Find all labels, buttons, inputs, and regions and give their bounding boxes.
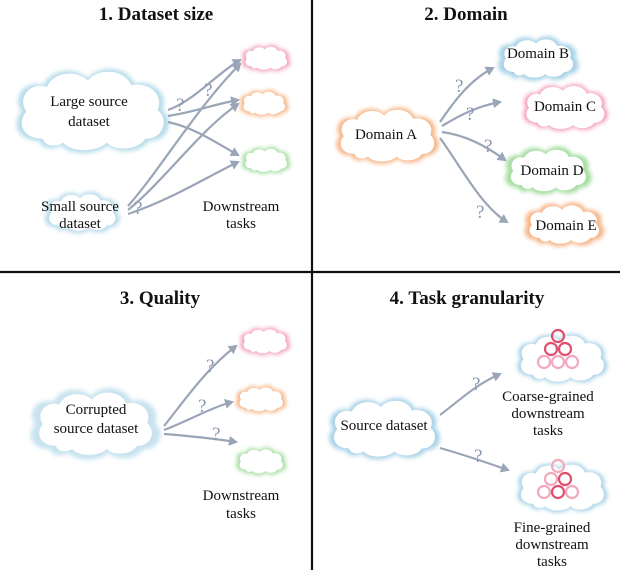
downstream-label-2: tasks	[226, 216, 256, 232]
panel-dataset-size: 1. Dataset size Large source dataset Sma…	[16, 4, 291, 234]
question-mark: ?	[472, 374, 480, 395]
arrow	[439, 446, 510, 473]
source-dataset-label: Source dataset	[340, 418, 428, 434]
arrow	[127, 62, 242, 207]
arrow	[163, 344, 238, 427]
arrow	[167, 96, 240, 118]
small-source-label-2: dataset	[59, 216, 101, 232]
arrow	[441, 98, 502, 127]
question-mark: ?	[134, 198, 142, 219]
arrow	[167, 120, 240, 156]
source-dataset-cloud: Source dataset	[329, 398, 440, 460]
question-mark: ?	[198, 396, 206, 417]
domain-a-label: Domain A	[355, 127, 417, 143]
arrow	[441, 130, 507, 162]
question-mark: ?	[476, 202, 484, 223]
downstream-label-2: tasks	[226, 506, 256, 522]
arrow	[127, 102, 240, 211]
small-source-label: Small source	[41, 199, 119, 215]
small-source-cloud: Small source dataset	[41, 191, 120, 234]
question-mark: ?	[484, 136, 492, 157]
downstream-label: Downstream	[203, 488, 280, 504]
downstream-cloud-pink	[240, 327, 291, 356]
coarse-class-circles	[536, 328, 580, 370]
corrupted-source-label: Corrupted	[66, 402, 127, 418]
arrow	[127, 160, 240, 216]
large-source-cloud: Large source dataset	[16, 68, 169, 154]
fine-grained-label-3: tasks	[537, 554, 567, 570]
coarse-grained-label-2: downstream	[511, 406, 585, 422]
downstream-cloud-green	[236, 447, 287, 476]
panel-domain: 2. Domain Domain A Domain B Domain C Dom…	[336, 4, 608, 247]
arrow	[439, 372, 502, 416]
coarse-grained-label-3: tasks	[533, 423, 563, 439]
domain-a-cloud: Domain A	[336, 107, 439, 164]
fine-class-circles	[536, 458, 580, 500]
domain-c-label: Domain C	[534, 99, 596, 115]
panel-title-dataset-size: 1. Dataset size	[99, 4, 214, 25]
panel-title-domain: 2. Domain	[424, 4, 508, 25]
question-mark: ?	[212, 424, 220, 445]
panel-title-task-granularity: 4. Task granularity	[390, 288, 545, 309]
panel-title-quality: 3. Quality	[120, 288, 201, 309]
downstream-cloud-pink	[241, 44, 291, 72]
domain-d-label: Domain D	[521, 163, 584, 179]
downstream-cloud-green	[241, 146, 291, 174]
fine-grained-label: Fine-grained	[514, 520, 591, 536]
question-mark: ?	[204, 80, 212, 101]
domain-c-cloud: Domain C	[522, 84, 608, 132]
question-mark: ?	[176, 95, 184, 116]
arrow	[439, 66, 495, 123]
corrupted-source-label-2: source dataset	[54, 421, 139, 437]
arrow	[163, 432, 238, 446]
panel-quality: 3. Quality Corrupted source dataset ? ? …	[30, 288, 291, 522]
fine-grained-label-2: downstream	[515, 537, 589, 553]
corrupted-source-cloud: Corrupted source dataset	[30, 388, 161, 460]
domain-e-cloud: Domain E	[524, 202, 605, 247]
downstream-cloud-orange	[236, 385, 287, 414]
domain-b-label: Domain B	[507, 46, 569, 62]
domain-b-cloud: Domain B	[497, 36, 579, 81]
question-mark: ?	[455, 76, 463, 97]
large-source-label-2: dataset	[68, 114, 110, 130]
large-source-label: Large source	[50, 94, 128, 110]
coarse-grained-label: Coarse-grained	[502, 389, 594, 405]
domain-d-cloud: Domain D	[505, 146, 592, 195]
arrow	[163, 399, 234, 432]
question-mark: ?	[206, 356, 214, 377]
question-mark: ?	[466, 104, 474, 125]
downstream-label: Downstream	[203, 199, 280, 215]
downstream-cloud-orange	[239, 89, 289, 117]
arrow	[439, 137, 509, 224]
panel-task-granularity: 4. Task granularity Source dataset	[329, 288, 608, 570]
question-mark: ?	[474, 446, 482, 467]
domain-e-label: Domain E	[535, 218, 596, 234]
